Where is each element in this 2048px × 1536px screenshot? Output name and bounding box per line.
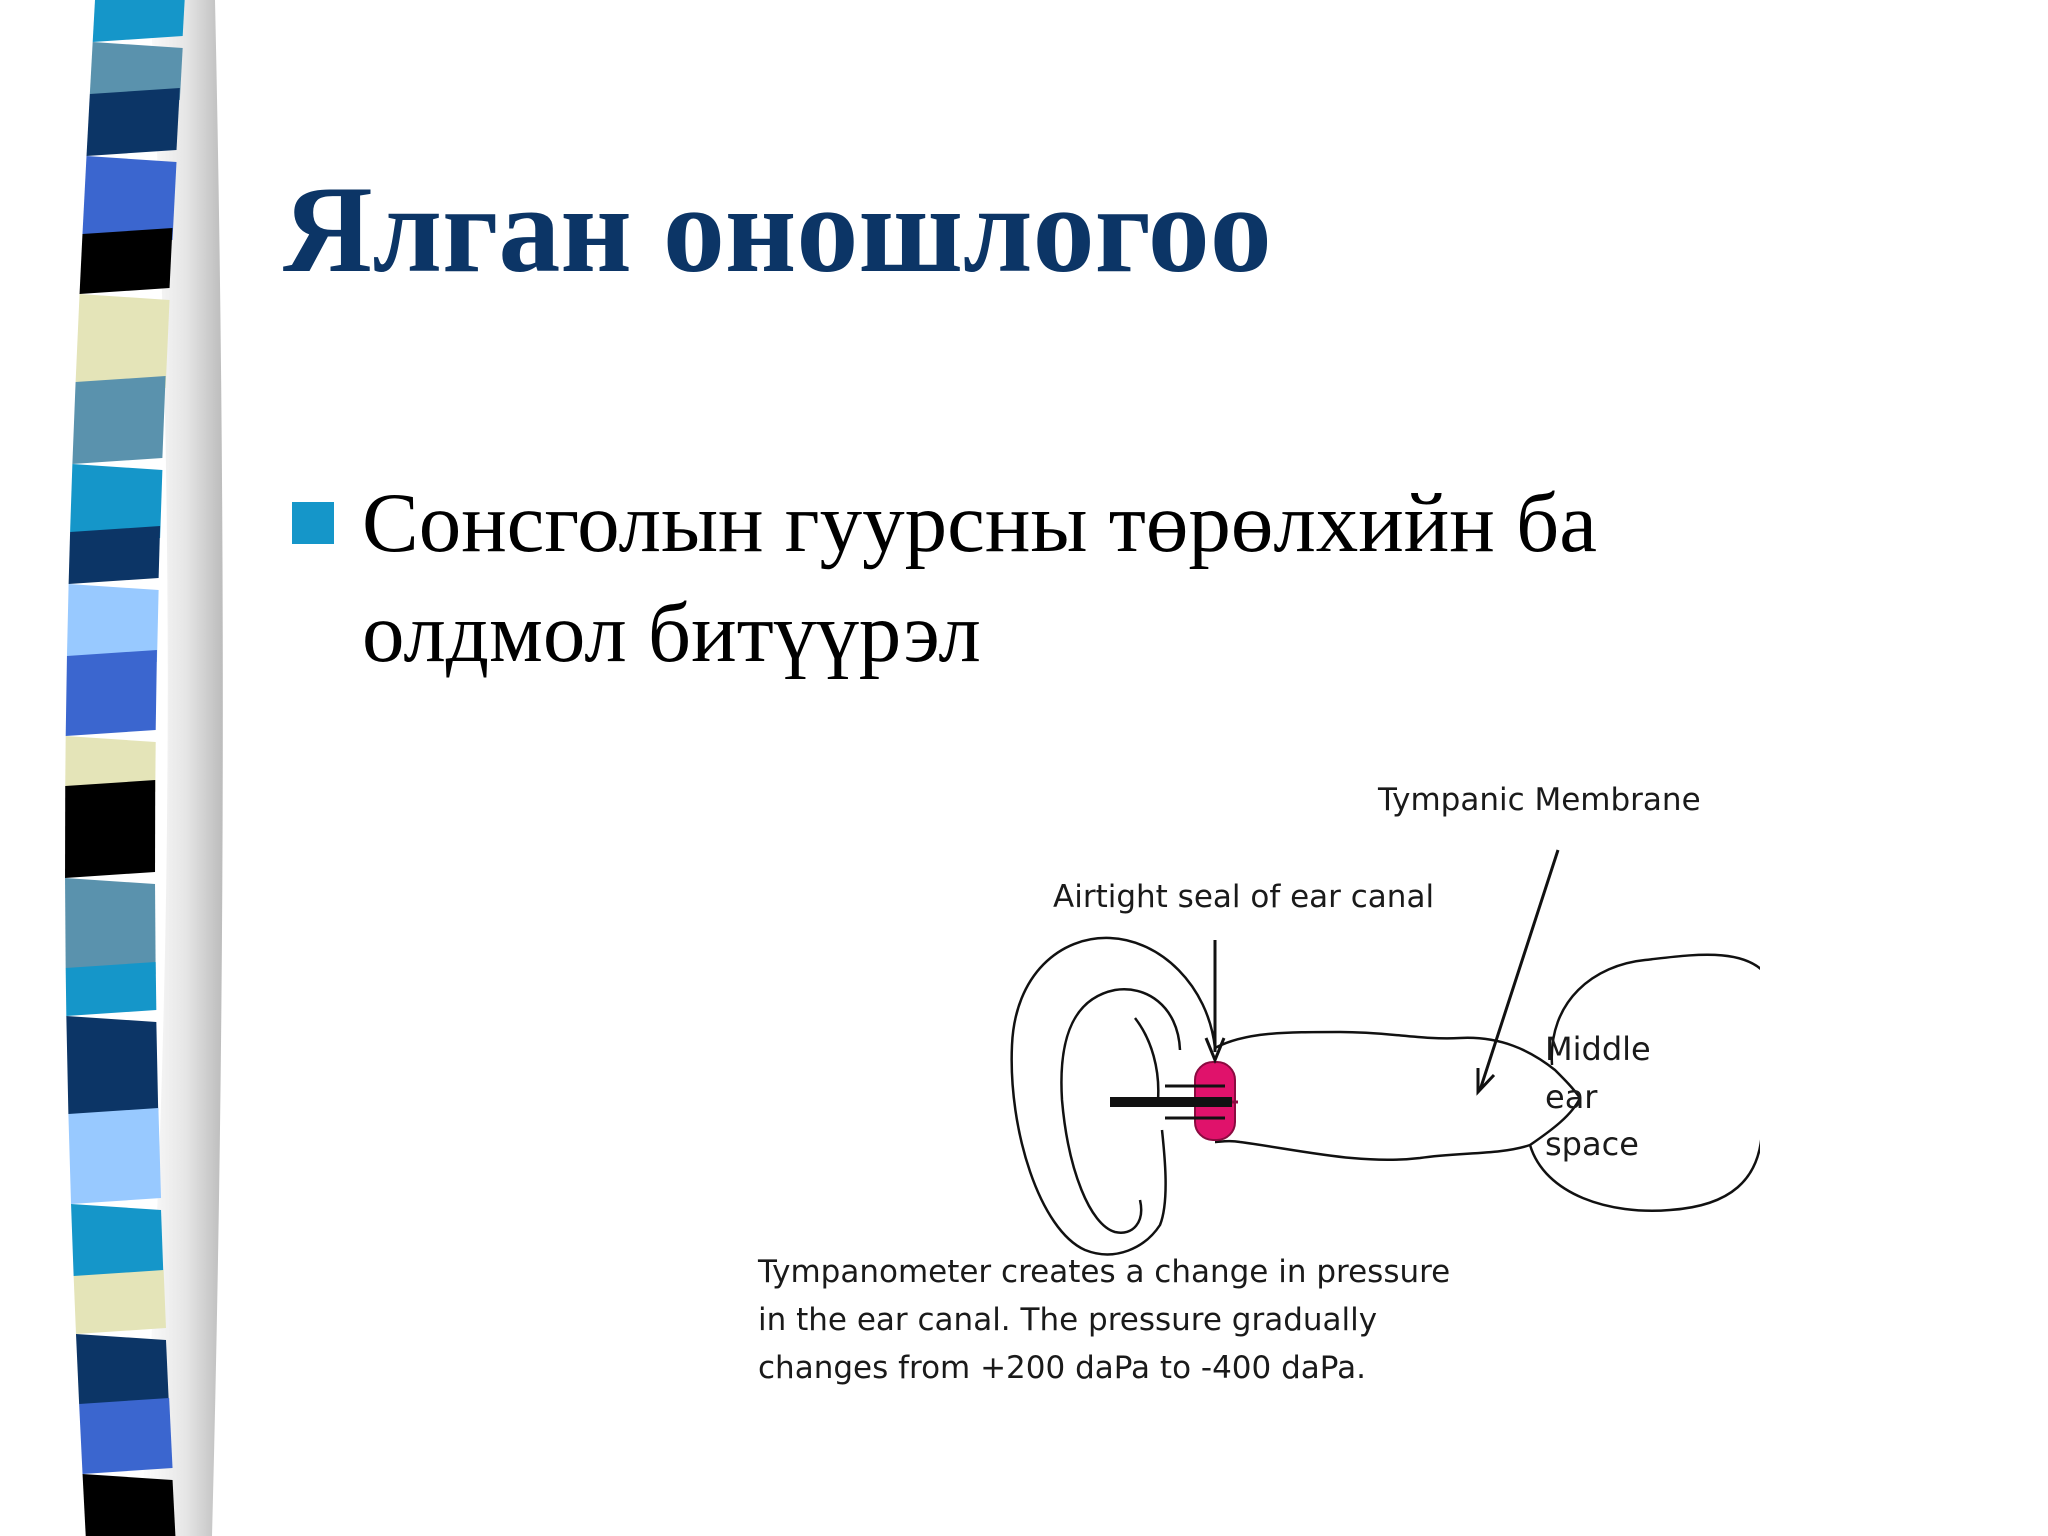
stripe-segment (71, 1204, 164, 1282)
tympanometry-diagram: Tympanic Membrane Airtight seal of ear c… (757, 782, 1760, 1386)
middle-ear-outline-lower (1528, 1138, 1760, 1212)
middle-ear-outline (1550, 953, 1760, 1066)
stripe-segment (82, 156, 177, 240)
stripe-segment (89, 42, 183, 100)
stripe-segment (65, 736, 156, 792)
stripe-segment (92, 0, 185, 42)
stripe-segment (79, 1398, 173, 1474)
stripe-segment (75, 1334, 170, 1410)
stripe-segment (70, 464, 163, 538)
stripe-segment (86, 88, 180, 156)
stripe-segment (73, 1270, 166, 1334)
outer-ear-antihelix (1134, 1017, 1160, 1101)
ear-canal-outline (1214, 1030, 1582, 1162)
stripe-segment (75, 294, 170, 388)
stripe-segments (65, 0, 185, 1536)
label-middle-ear-line1: Middle (1545, 1030, 1651, 1068)
stripe-segment (72, 376, 166, 464)
caption-line-2: in the ear canal. The pressure gradually (758, 1302, 1377, 1338)
decorative-stripe-bar (0, 0, 230, 1536)
stripe-segment (79, 228, 173, 294)
stripe-segment (65, 878, 156, 974)
membrane-arrow-head (1476, 1068, 1496, 1096)
stripe-segment (68, 526, 161, 584)
bullet-square-icon (292, 502, 334, 544)
stripe-segment (65, 780, 156, 878)
stripe-segment (82, 1474, 176, 1536)
stripe-segment (68, 1108, 162, 1204)
stripe-segment (65, 962, 157, 1016)
slide-title: Ялган оношлогоо (283, 161, 1272, 298)
seal-arrow-head (1204, 1037, 1226, 1064)
caption-line-3: changes from +200 daPa to -400 daPa. (758, 1350, 1366, 1386)
label-middle-ear-line3: space (1545, 1125, 1639, 1163)
label-middle-ear-line2: ear (1545, 1078, 1598, 1116)
membrane-arrow-shaft (1478, 849, 1560, 1091)
stripe-segment (65, 650, 157, 736)
bullet-text: Сонсголын гуурсны төрөлхийн ба олдмол би… (362, 476, 1597, 680)
outer-ear-inner-fold (1060, 988, 1182, 1234)
label-airtight-seal: Airtight seal of ear canal (1053, 879, 1434, 915)
stripe-segment (66, 1016, 159, 1120)
outer-ear-outline (1010, 936, 1217, 1256)
label-tympanic-membrane: Tympanic Membrane (1377, 782, 1701, 818)
stripe-segment (66, 584, 159, 662)
caption-line-1: Tympanometer creates a change in pressur… (757, 1254, 1450, 1290)
